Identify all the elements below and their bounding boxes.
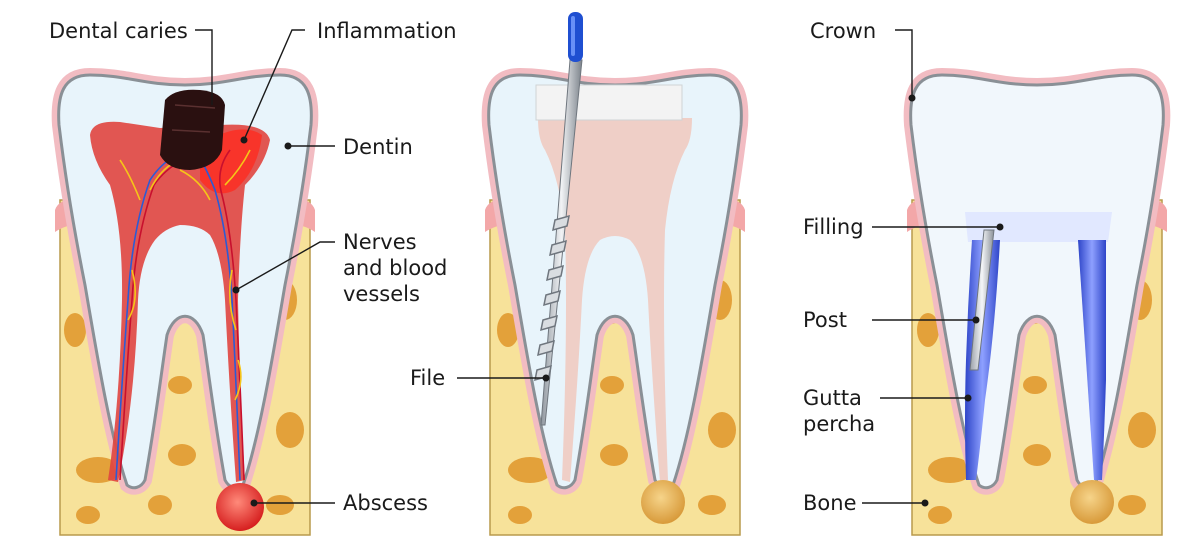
label-file: File — [410, 366, 445, 390]
label-nerves-line2: and blood — [343, 256, 447, 280]
endodontic-file — [534, 12, 583, 426]
gutta-percha-right — [1078, 240, 1106, 480]
bone-ball — [641, 480, 685, 524]
file-handle — [568, 12, 583, 62]
leader-lines — [195, 29, 1000, 504]
label-post: Post — [803, 308, 847, 332]
label-gutta-line2: percha — [803, 412, 875, 436]
label-nerves-line3: vessels — [343, 282, 420, 306]
cleaned-pulp-chamber — [538, 118, 692, 482]
label-gutta-line1: Gutta — [803, 386, 862, 410]
bone-ball — [1070, 480, 1114, 524]
label-dental-caries: Dental caries — [49, 19, 188, 43]
abscess — [216, 483, 264, 531]
leader-dots — [232, 94, 1004, 507]
label-abscess: Abscess — [343, 491, 428, 515]
label-inflammation: Inflammation — [317, 19, 457, 43]
filling — [965, 212, 1112, 242]
label-dentin: Dentin — [343, 135, 413, 159]
post — [969, 229, 995, 371]
dental-caries-lesion — [160, 89, 225, 170]
label-crown: Crown — [810, 19, 876, 43]
gutta-percha-left — [965, 240, 1000, 480]
labels: Dental caries Inflammation Dentin Nerves… — [49, 19, 876, 515]
label-filling: Filling — [803, 215, 864, 239]
label-bone: Bone — [803, 491, 856, 515]
tooth-diagram-restored — [907, 75, 1167, 536]
access-opening — [535, 84, 683, 121]
tooth-diagram-file — [485, 12, 745, 536]
label-nerves-line1: Nerves — [343, 230, 417, 254]
tooth-diagram-infected — [55, 75, 315, 536]
